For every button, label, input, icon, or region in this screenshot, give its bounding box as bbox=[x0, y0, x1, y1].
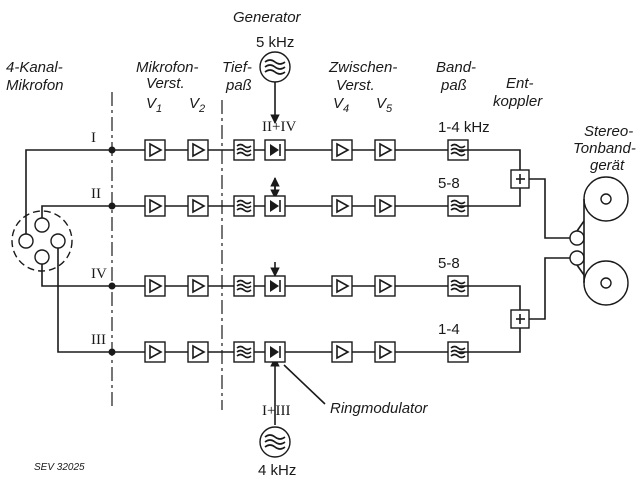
ring-modulator bbox=[264, 275, 286, 297]
tape-recorder-symbol bbox=[569, 176, 629, 306]
amplifier-v1 bbox=[144, 195, 166, 217]
ring-modulator-label: Ringmodulator bbox=[330, 400, 429, 417]
amplifier-v2 bbox=[187, 195, 209, 217]
amplifier-v1 bbox=[144, 341, 166, 363]
amplifier-v2 bbox=[187, 275, 209, 297]
recorder-label-3: gerät bbox=[590, 157, 625, 174]
lowpass-filter bbox=[233, 341, 255, 363]
mic-wire-III bbox=[57, 248, 112, 353]
ring-modulator bbox=[264, 195, 286, 217]
lowpass-label-1: Tief- bbox=[222, 59, 252, 76]
merge-IV bbox=[458, 285, 521, 310]
microphone-symbol bbox=[11, 210, 73, 272]
generator-title: Generator bbox=[233, 9, 302, 26]
bandpass-label-1: Band- bbox=[436, 59, 476, 76]
mic-wire-II bbox=[41, 205, 112, 218]
merge-I bbox=[458, 149, 521, 170]
ring-modulator bbox=[264, 139, 286, 161]
generator-top-channels: II+IV bbox=[262, 119, 296, 135]
output-wire-upper bbox=[529, 178, 570, 239]
amplifier-v4 bbox=[331, 139, 353, 161]
channel-row-II: II 5-8 bbox=[91, 175, 469, 217]
recorder-label-1: Stereo- bbox=[584, 123, 633, 140]
amplifier-v1 bbox=[144, 139, 166, 161]
preamp-label-1: Mikrofon- bbox=[136, 59, 199, 76]
amplifier-v2 bbox=[187, 139, 209, 161]
input-jack bbox=[108, 282, 116, 290]
v1-label: V1 bbox=[146, 95, 162, 115]
channel-label: II bbox=[91, 186, 101, 202]
mic-wire-I bbox=[25, 149, 112, 234]
mic-label-1: 4-Kanal- bbox=[6, 59, 63, 76]
recorder-label-2: Tonband- bbox=[573, 140, 636, 157]
amplifier-v5 bbox=[374, 341, 396, 363]
generator-top-freq: 5 kHz bbox=[256, 34, 294, 51]
decoupler-lower bbox=[510, 309, 530, 329]
decoupler-label-1: Ent- bbox=[506, 75, 534, 92]
decoupler-upper bbox=[510, 169, 530, 189]
amplifier-v5 bbox=[374, 195, 396, 217]
ring-modulator-leader bbox=[283, 364, 326, 405]
amplifier-v5 bbox=[374, 139, 396, 161]
input-jack bbox=[108, 348, 116, 356]
v5-label: V5 bbox=[376, 95, 393, 115]
band-label: 5-8 bbox=[438, 175, 460, 192]
band-label: 5-8 bbox=[438, 255, 460, 272]
v2-label: V2 bbox=[189, 95, 205, 115]
figure-code: SEV 32025 bbox=[34, 462, 85, 473]
generator-bottom-freq: 4 kHz bbox=[258, 462, 296, 479]
mic-wire-IV bbox=[41, 264, 112, 287]
lowpass-filter bbox=[233, 275, 255, 297]
decoupler-label-2: koppler bbox=[493, 93, 543, 110]
output-wire-lower bbox=[529, 257, 570, 320]
lowpass-label-2: paß bbox=[225, 77, 252, 94]
channel-row-III: III 1-4 bbox=[91, 321, 469, 363]
amplifier-v5 bbox=[374, 275, 396, 297]
merge-II bbox=[458, 188, 521, 207]
bandpass-label-2: paß bbox=[440, 77, 467, 94]
channel-label: IV bbox=[91, 266, 107, 282]
amplifier-v4 bbox=[331, 195, 353, 217]
interamp-label-2: Verst. bbox=[336, 77, 375, 94]
merge-III bbox=[458, 328, 521, 353]
amplifier-v2 bbox=[187, 341, 209, 363]
band-label: 1-4 kHz bbox=[438, 119, 490, 136]
generator-bottom-symbol bbox=[259, 426, 291, 458]
preamp-label-2: Verst. bbox=[146, 75, 185, 92]
lowpass-filter bbox=[233, 139, 255, 161]
input-jack bbox=[108, 202, 116, 210]
lowpass-filter bbox=[233, 195, 255, 217]
amplifier-v1 bbox=[144, 275, 166, 297]
band-label: 1-4 bbox=[438, 321, 460, 338]
mic-label-2: Mikrofon bbox=[6, 77, 64, 94]
amplifier-v4 bbox=[331, 275, 353, 297]
channel-label: III bbox=[91, 332, 106, 348]
amplifier-v4 bbox=[331, 341, 353, 363]
ring-modulator bbox=[264, 341, 286, 363]
channel-label: I bbox=[91, 130, 96, 146]
channel-row-IV: IV 5-8 bbox=[91, 255, 469, 297]
v4-label: V4 bbox=[333, 95, 349, 115]
interamp-label-1: Zwischen- bbox=[328, 59, 397, 76]
generator-bottom-channels: I+III bbox=[262, 403, 290, 419]
input-jack bbox=[108, 146, 116, 154]
generator-top-symbol bbox=[259, 51, 291, 83]
